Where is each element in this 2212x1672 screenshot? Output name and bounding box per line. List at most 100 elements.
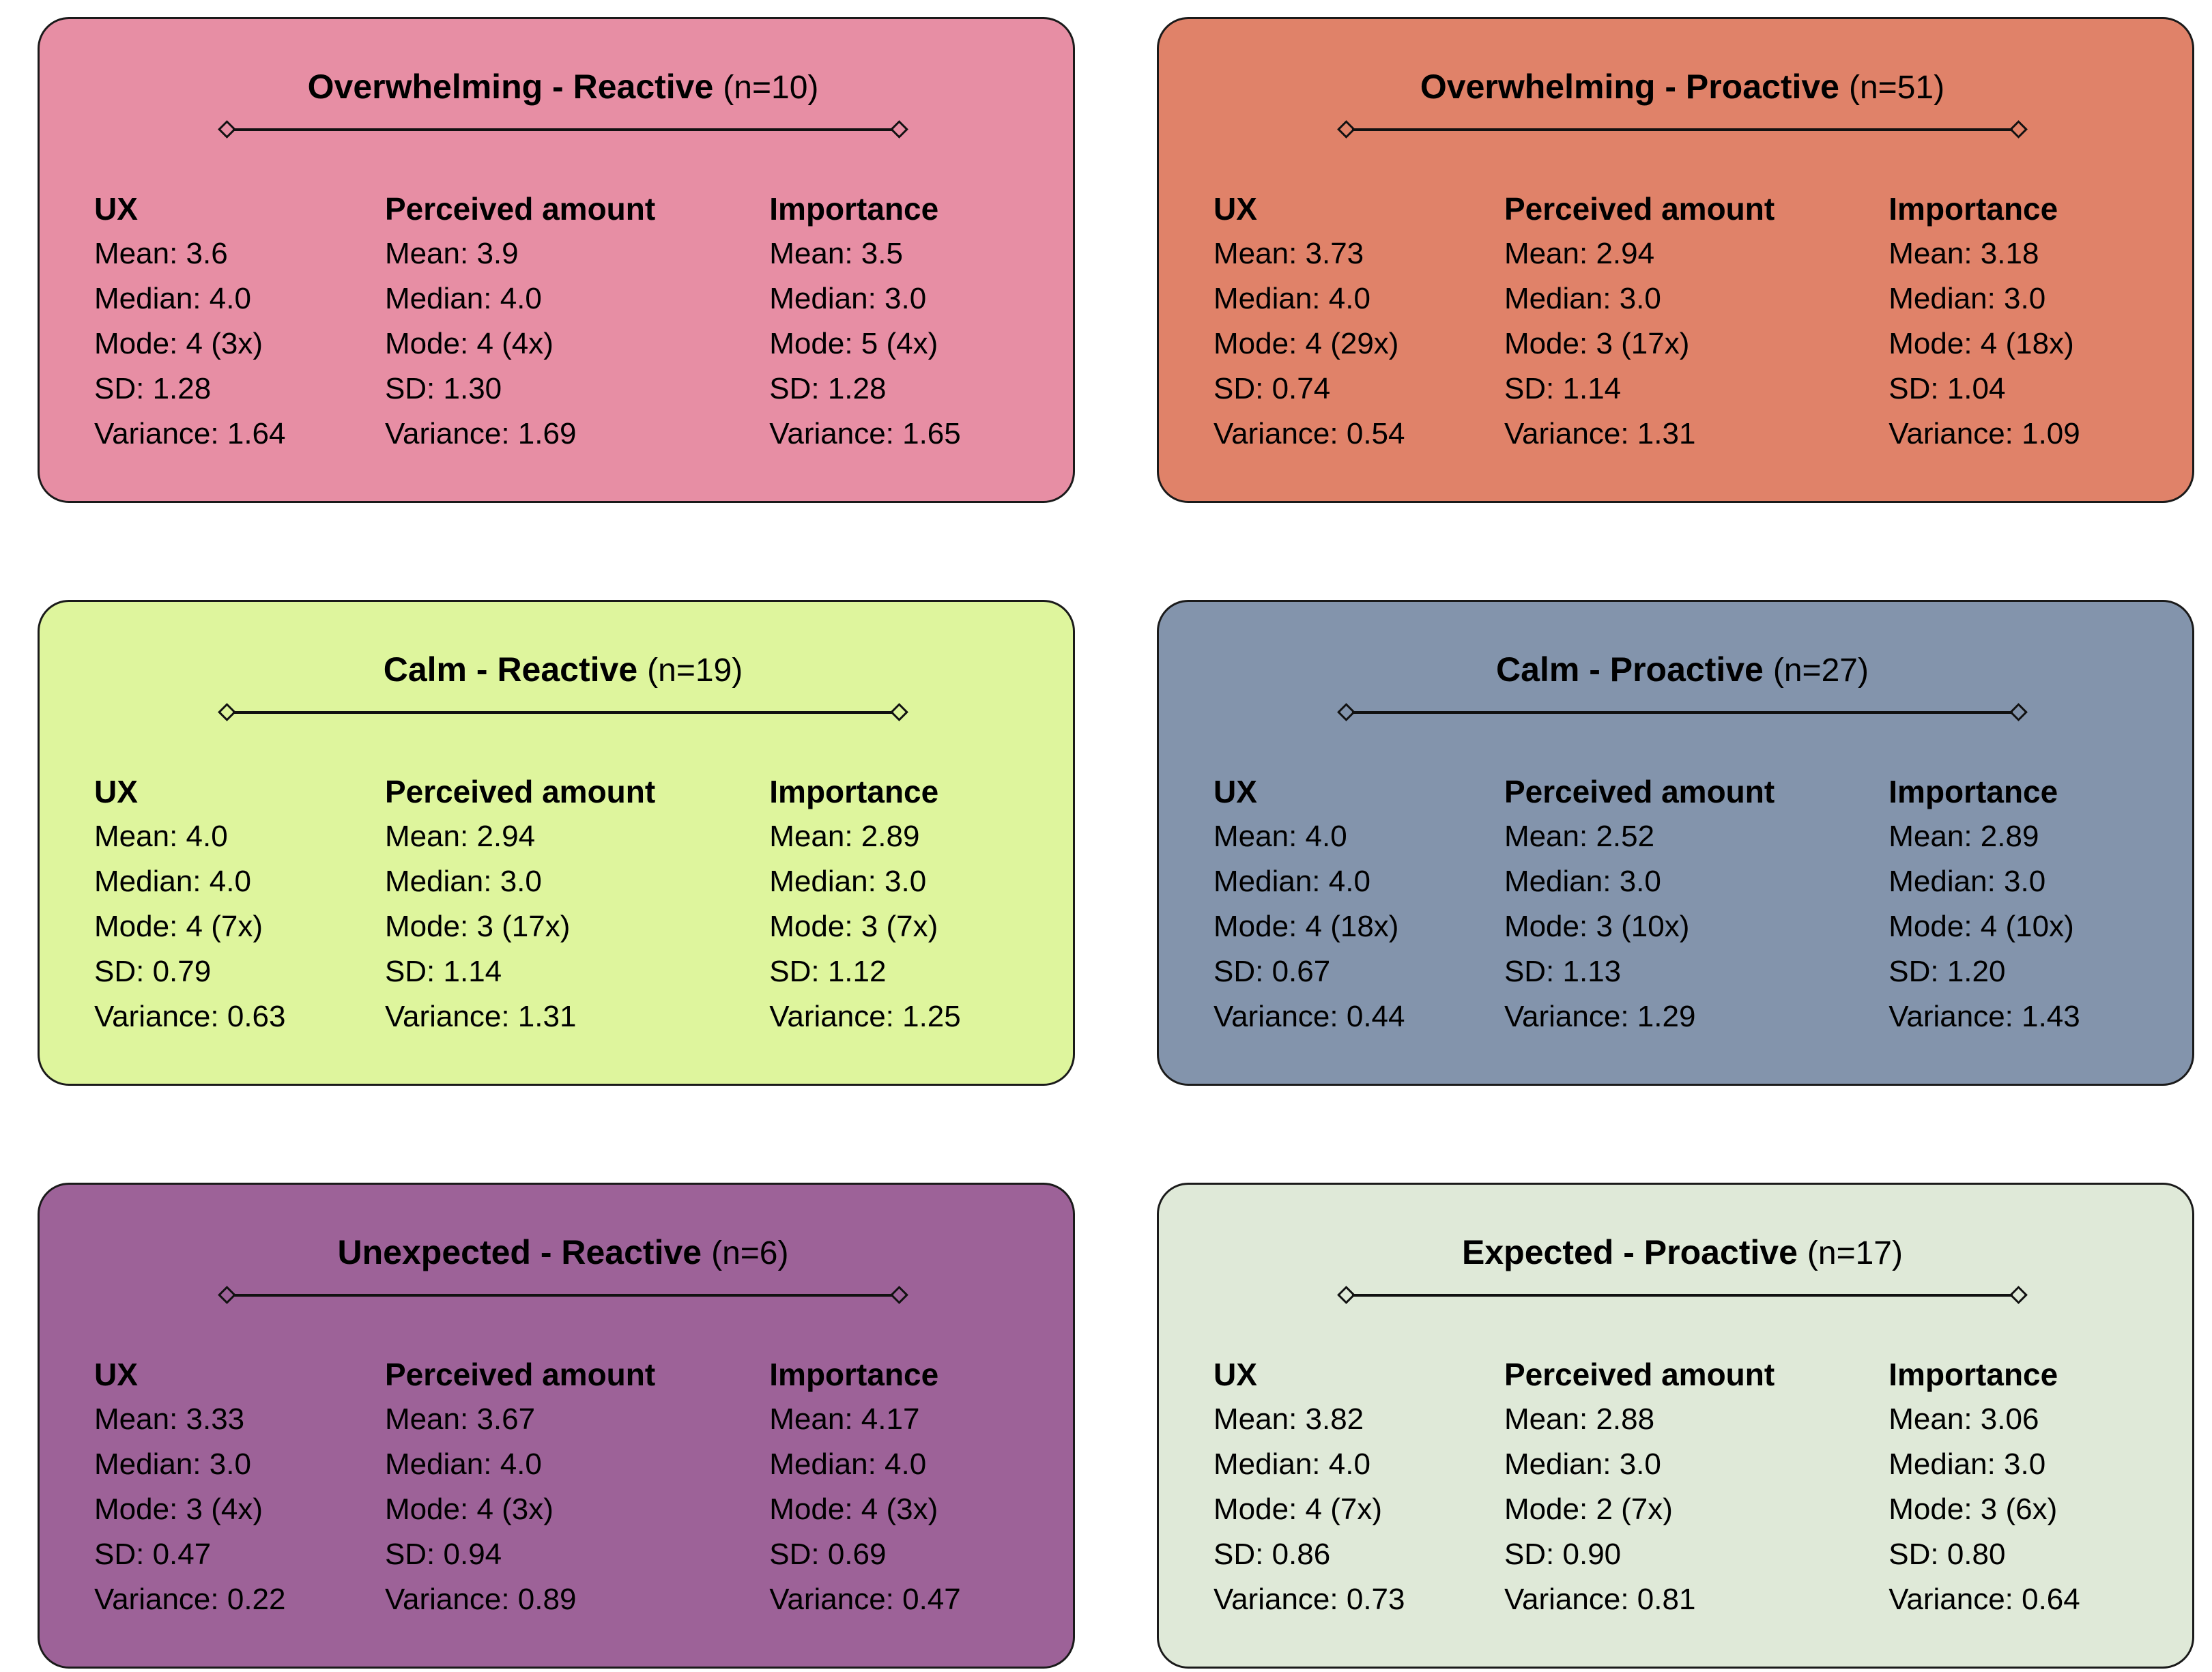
stat-card: Expected - Proactive(n=17) UX Mean: 3.82…: [1157, 1183, 2194, 1669]
stat-row: Mode: 4 (3x): [94, 327, 263, 360]
diamond-endpoint-right-icon: [2009, 1286, 2028, 1304]
stat-row: Variance: 1.09: [1888, 417, 2080, 450]
diamond-line-divider: [218, 1286, 908, 1304]
stat-row: Median: 4.0: [1213, 282, 1370, 315]
stat-row: SD: 1.04: [1888, 372, 2006, 405]
stat-row: SD: 0.86: [1213, 1538, 1331, 1571]
diamond-endpoint-right-icon: [889, 1286, 908, 1304]
stat-card: Overwhelming - Reactive(n=10) UX Mean: 3…: [38, 17, 1075, 503]
diamond-line-divider: [218, 703, 908, 721]
stat-column-header: Importance: [769, 1357, 939, 1392]
stat-row: Variance: 0.47: [769, 1583, 961, 1616]
diamond-endpoint-left-icon: [218, 1286, 237, 1304]
stat-row: SD: 1.14: [1504, 372, 1622, 405]
card-title-text: Overwhelming - Proactive: [1420, 68, 1839, 106]
card-title: Calm - Reactive(n=19): [94, 650, 1032, 691]
card-title: Overwhelming - Reactive(n=10): [94, 67, 1032, 108]
card-title: Expected - Proactive(n=17): [1213, 1233, 2151, 1273]
card-title-text: Expected - Proactive: [1462, 1233, 1798, 1271]
stat-row: Mean: 4.17: [769, 1402, 920, 1436]
card-title-text: Calm - Reactive: [383, 650, 638, 689]
stat-column-header: UX: [1213, 1357, 1257, 1392]
stat-row: Mean: 3.33: [94, 1402, 245, 1436]
stat-row: Variance: 1.25: [769, 1000, 961, 1033]
stat-row: Median: 4.0: [94, 282, 251, 315]
stat-row: Mode: 3 (6x): [1888, 1493, 2058, 1526]
stat-column-header: UX: [1213, 191, 1257, 227]
stat-row: SD: 1.28: [769, 372, 887, 405]
stat-row: Mode: 5 (4x): [769, 327, 938, 360]
card-sample-size: (n=10): [723, 70, 819, 106]
divider-line: [233, 710, 893, 714]
stat-row: Median: 3.0: [769, 865, 927, 898]
divider-line: [1352, 1293, 2013, 1297]
stat-row: Median: 4.0: [1213, 1447, 1370, 1481]
card-title: Unexpected - Reactive(n=6): [94, 1233, 1032, 1273]
divider-line: [1352, 710, 2013, 714]
stat-row: SD: 1.20: [1888, 955, 2006, 988]
stat-row: Median: 3.0: [1504, 1447, 1661, 1481]
stat-row: Median: 3.0: [1888, 282, 2046, 315]
stat-row: Median: 4.0: [384, 282, 542, 315]
stat-row: SD: 0.47: [94, 1538, 212, 1571]
stat-row: SD: 0.67: [1213, 955, 1331, 988]
stat-row: Variance: 1.29: [1504, 1000, 1696, 1033]
stat-row: SD: 0.80: [1888, 1538, 2006, 1571]
diamond-endpoint-left-icon: [1337, 703, 1356, 721]
stat-row: Mode: 4 (7x): [1213, 1493, 1382, 1526]
stat-row: Variance: 0.81: [1504, 1583, 1696, 1616]
stat-row: Median: 4.0: [384, 1447, 542, 1481]
stat-row: SD: 1.13: [1504, 955, 1622, 988]
stat-row: Mean: 2.89: [1888, 820, 2039, 853]
stat-row: SD: 1.28: [94, 372, 212, 405]
stat-row: Variance: 1.69: [384, 417, 577, 450]
diamond-endpoint-left-icon: [1337, 1286, 1356, 1304]
stat-row: Median: 3.0: [1504, 282, 1661, 315]
divider-line: [1352, 128, 2013, 131]
diamond-endpoint-left-icon: [218, 703, 237, 721]
stat-row: Variance: 0.63: [94, 1000, 286, 1033]
card-sample-size: (n=27): [1772, 652, 1869, 689]
stat-column-header: UX: [94, 191, 138, 227]
stat-row: Median: 4.0: [769, 1447, 927, 1481]
card-sample-size: (n=19): [647, 652, 743, 689]
stat-row: Mode: 4 (18x): [1888, 327, 2074, 360]
stat-row: Median: 3.0: [769, 282, 927, 315]
diamond-endpoint-right-icon: [2009, 703, 2028, 721]
divider-line: [233, 128, 893, 131]
stat-row: Mode: 4 (7x): [94, 910, 263, 943]
stat-row: SD: 0.69: [769, 1538, 887, 1571]
card-sample-size: (n=6): [711, 1235, 789, 1271]
stat-column-header: Importance: [769, 191, 939, 227]
stat-row: Variance: 1.64: [94, 417, 286, 450]
card-title-text: Unexpected - Reactive: [337, 1233, 702, 1271]
stat-row: Variance: 0.64: [1888, 1583, 2080, 1616]
stat-row: Mean: 2.52: [1504, 820, 1655, 853]
stat-row: SD: 1.30: [384, 372, 502, 405]
stat-row: Median: 3.0: [1888, 865, 2046, 898]
stat-row: Mean: 4.0: [94, 820, 228, 853]
stat-row: Variance: 0.54: [1213, 417, 1405, 450]
stat-column-header: Perceived amount: [384, 1357, 656, 1392]
stat-row: Variance: 0.89: [384, 1583, 577, 1616]
stat-column-header: Importance: [1888, 191, 2058, 227]
stat-row: Mode: 4 (3x): [769, 1493, 938, 1526]
stat-card: Unexpected - Reactive(n=6) UX Mean: 3.33…: [38, 1183, 1075, 1669]
stat-row: Mode: 3 (17x): [1504, 327, 1690, 360]
stat-row: Variance: 0.22: [94, 1583, 286, 1616]
stat-column-header: Perceived amount: [384, 191, 656, 227]
